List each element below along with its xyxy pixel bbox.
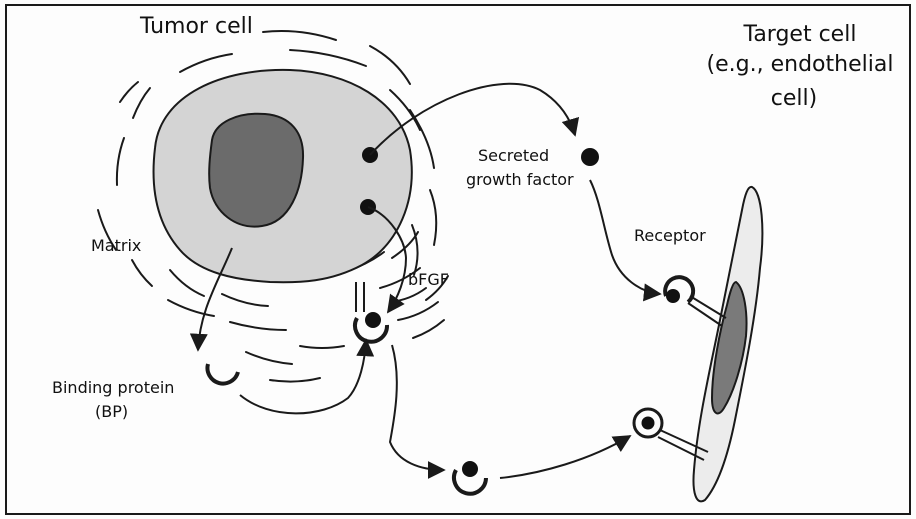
- bfgf-label: bFGF: [408, 270, 449, 289]
- arrow-to-lower-receptor: [500, 436, 630, 478]
- figure-frame: [6, 5, 910, 514]
- matrix-label: Matrix: [91, 236, 141, 255]
- target-cell-nucleus: [712, 282, 747, 413]
- receptor-label: Receptor: [634, 226, 706, 245]
- arrow-bp-to-complex: [240, 340, 366, 413]
- tumor-cell-nucleus: [209, 114, 303, 227]
- free-binding-protein: [207, 364, 238, 384]
- binding-protein-label-line1: Binding protein: [52, 378, 174, 397]
- secreted-growth-factor-label-line1: Secreted: [478, 146, 549, 165]
- target-cell-label-line1: Target cell: [700, 22, 900, 47]
- binding-protein-label-line2: (BP): [95, 402, 128, 421]
- membrane-anchored-complex: [355, 282, 387, 342]
- secreted-growth-factor-label-line2: growth factor: [466, 170, 574, 189]
- secreted-growth-factor-dot: [581, 148, 599, 166]
- target-cell-label-line3: cell): [734, 86, 854, 111]
- receptor-upper: [665, 277, 726, 326]
- tumor-cell-label: Tumor cell: [140, 14, 253, 39]
- target-cell-label-line2: (e.g., endothelial: [694, 52, 906, 77]
- released-complex: [454, 461, 486, 494]
- arrow-complex-release: [390, 345, 444, 470]
